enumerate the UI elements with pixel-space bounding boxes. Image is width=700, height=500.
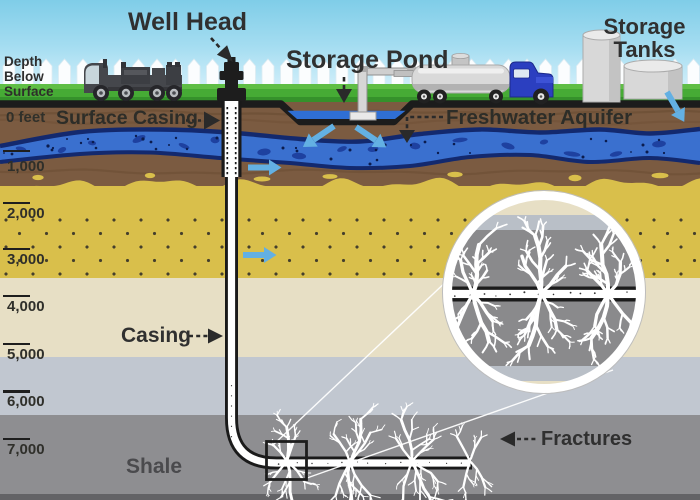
fracture-zone: [262, 402, 494, 500]
magnifier-ring: [443, 191, 645, 393]
depth-label-2000: 2,000: [7, 205, 45, 222]
label-shale: Shale: [126, 455, 183, 478]
depth-tick-5000: [3, 342, 30, 346]
depth-tick-6000: [3, 390, 30, 393]
depth-label-7000: 7,000: [7, 441, 45, 458]
flow-arrow-tanks-down: [664, 90, 685, 122]
pump-truck-icon: [84, 59, 182, 101]
well-bore: [221, 95, 472, 470]
freshwater-aquifer-arrow: [399, 115, 443, 143]
surface-casing-arrow: [186, 111, 220, 130]
depth-tick-7000: [3, 437, 30, 441]
storage-pond-arrow: [336, 77, 352, 103]
flow-arrow-right-upper: [248, 159, 282, 176]
depth-tick-1000: [3, 149, 30, 153]
aquifer-band: [0, 126, 700, 171]
flow-arrows: [243, 90, 685, 263]
depth-tick-3000: [3, 247, 30, 251]
depth-label-6000: 6,000: [7, 393, 45, 410]
fractures-arrow: [500, 431, 537, 447]
label-surface-casing: Surface Casing: [56, 107, 198, 129]
depth-label-1000: 1,000: [7, 158, 45, 175]
depth-axis-title: Depth Below Surface: [4, 54, 54, 99]
fracture-highlight-square: [265, 440, 308, 481]
depth-tick-2000: [3, 201, 30, 205]
depth-label-3000: 3,000: [7, 251, 45, 268]
flow-arrow-pond-left: [302, 123, 336, 147]
label-storage-pond: Storage Pond: [286, 46, 449, 74]
tanker-truck-icon: [393, 53, 554, 105]
storage-pond-water: [287, 110, 406, 119]
label-well-head: Well Head: [128, 8, 248, 36]
label-fractures: Fractures: [541, 428, 633, 450]
label-casing: Casing: [121, 324, 192, 347]
label-storage-tanks: Storage Tanks: [603, 14, 686, 63]
flow-arrow-pond-right: [354, 124, 387, 148]
well-head-icon: [217, 57, 246, 101]
label-freshwater-aquifer: Freshwater Aquifer: [446, 106, 633, 129]
flow-arrow-right-lower: [243, 247, 277, 263]
depth-label-5000: 5,000: [7, 346, 45, 363]
depth-tick-4000: [3, 294, 30, 298]
label-arrows: [186, 37, 537, 447]
depth-label-0-feet: 0 feet: [6, 109, 46, 126]
well-head-arrow: [210, 37, 233, 62]
casing-arrow: [189, 328, 223, 344]
depth-label-4000: 4,000: [7, 298, 45, 315]
storage-tanks-icon: [582, 29, 683, 103]
